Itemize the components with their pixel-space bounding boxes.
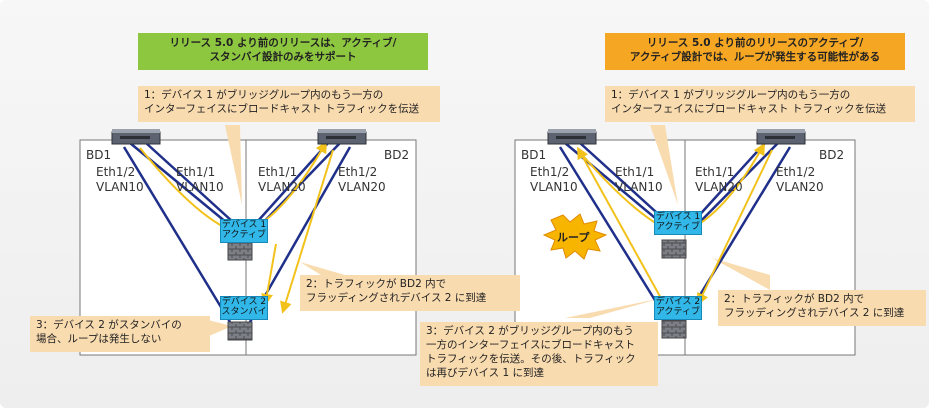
firewall-device2-right bbox=[661, 319, 687, 339]
bd2-box-left bbox=[245, 139, 417, 356]
right-bd1-label: BD1 bbox=[521, 148, 547, 162]
right-header: リリース 5.0 より前のリリースのアクティブ/ アクティブ設計では、ループが発… bbox=[605, 33, 905, 70]
callout-pointer-step2-right bbox=[712, 258, 770, 290]
callout-pointer-step1-right bbox=[650, 125, 678, 205]
left-step3-note: 3：デバイス 2 がスタンバイの 場合、ループは発生しない bbox=[30, 316, 210, 352]
callout-pointer-step1-left bbox=[225, 125, 242, 205]
loop-label: ループ bbox=[557, 231, 590, 244]
callout-pointer-step3-right bbox=[565, 298, 662, 318]
switch-bd2-right bbox=[756, 129, 806, 145]
right-step1-note: 1：デバイス 1 がブリッジグループ内のもう一方の インターフェイスにブロードキ… bbox=[605, 86, 915, 122]
right-step2-note: 2：トラフィックが BD2 内で フラッディングされデバイス 2 に到達 bbox=[718, 290, 926, 326]
switch-bd2-left bbox=[317, 129, 367, 145]
loop-burst-icon bbox=[542, 213, 608, 260]
left-panel bbox=[79, 125, 417, 356]
left-step1-note: 1：デバイス 1 がブリッジグループ内のもう一方の インターフェイスにブロードキ… bbox=[138, 86, 440, 122]
left-step2-note: 2：トラフィックが BD2 内で フラッディングされデバイス 2 に到達 bbox=[300, 275, 520, 311]
left-bd1-label: BD1 bbox=[86, 148, 112, 162]
firewall-device1-left bbox=[227, 241, 253, 261]
right-bd2-label: BD2 bbox=[819, 148, 845, 162]
right-step3-note: 3：デバイス 2 がブリッジグループ内のもう 一方のインターフェイスにブロードキ… bbox=[420, 322, 658, 386]
switch-bd1-left bbox=[111, 129, 161, 145]
switch-bd1-right bbox=[547, 129, 597, 145]
left-header: リリース 5.0 より前のリリースは、アクティブ/ スタンバイ設計のみをサポート bbox=[138, 33, 428, 70]
firewall-device2-left bbox=[227, 321, 253, 341]
left-bd2-label: BD2 bbox=[384, 148, 410, 162]
firewall-device1-right bbox=[661, 239, 687, 259]
